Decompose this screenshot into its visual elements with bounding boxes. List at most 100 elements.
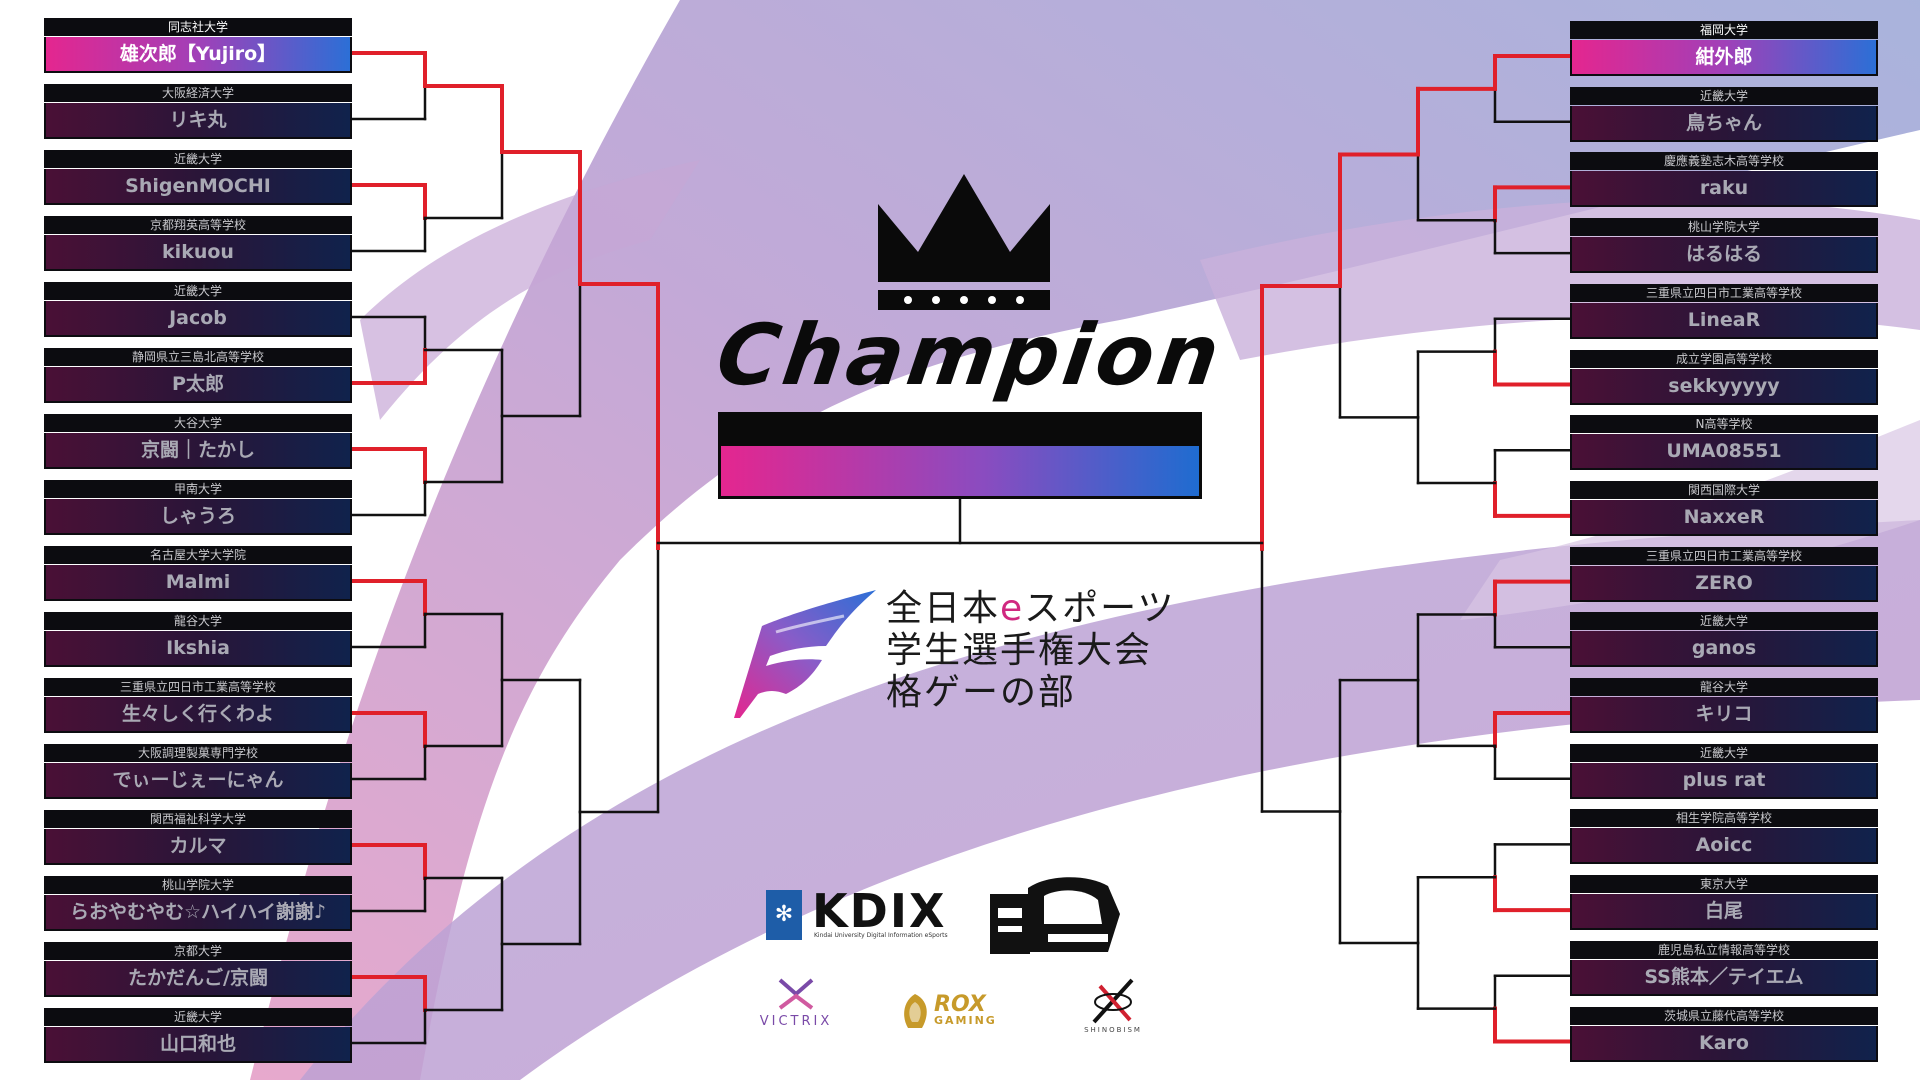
event-title: 全日本eスポーツ 学生選手権大会 格ゲーの部 [886, 588, 1175, 714]
player-slot: 福岡大学紺外郎 [1570, 21, 1878, 79]
event-title-line-1-a: 全日本 [886, 588, 1001, 629]
player-slot: 大阪調理製菓専門学校でぃーじぇーにゃん [44, 744, 352, 802]
player-school: 同志社大学 [44, 18, 352, 36]
rox-subtitle: GAMING [934, 1014, 997, 1027]
player-school: 近畿大学 [44, 282, 352, 300]
player-name: 白尾 [1570, 894, 1878, 931]
player-school: 三重県立四日市工業高等学校 [1570, 283, 1878, 302]
kdix-subtitle: Kindai University Digital Information eS… [814, 932, 948, 939]
player-name: でぃーじぇーにゃん [44, 763, 352, 799]
player-name: ShigenMOCHI [44, 169, 352, 205]
crown-icon [878, 174, 1050, 310]
player-school: 三重県立四日市工業高等学校 [1570, 546, 1878, 565]
player-name: 京闘｜たかし [44, 433, 352, 469]
player-school: 京都翔英高等学校 [44, 216, 352, 234]
event-title-line-3: 格ゲーの部 [886, 672, 1077, 713]
player-school: 静岡県立三島北高等学校 [44, 348, 352, 366]
event-title-line-1-b: スポーツ [1024, 588, 1176, 629]
player-slot: 近畿大学鳥ちゃん [1570, 86, 1878, 145]
player-slot: 近畿大学山口和也 [44, 1008, 352, 1066]
player-school: 甲南大学 [44, 480, 352, 498]
player-school: 関西国際大学 [1570, 480, 1878, 499]
player-name: 生々しく行くわよ [44, 697, 352, 733]
player-slot: 桃山学院大学らおやむやむ☆ハイハイ謝謝♪ [44, 876, 352, 934]
player-name: SS熊本／テイエム [1570, 959, 1878, 996]
sponsor-rocket-knight-logo [990, 877, 1120, 954]
player-school: 福岡大学 [1570, 21, 1878, 39]
event-title-line-1-e: e [1000, 588, 1025, 629]
victrix-x-icon [778, 978, 814, 1010]
player-name: 山口和也 [44, 1027, 352, 1063]
player-school: 慶應義塾志木高等学校 [1570, 152, 1878, 171]
player-slot: 東京大学白尾 [1570, 875, 1878, 933]
player-school: 龍谷大学 [1570, 678, 1878, 696]
player-school: 桃山学院大学 [1570, 218, 1878, 237]
player-name: Karo [1570, 1025, 1878, 1062]
player-name: キリコ [1570, 697, 1878, 733]
event-title-line-2: 学生選手権大会 [886, 630, 1153, 671]
champion-name [718, 446, 1202, 499]
player-slot: 甲南大学しゃうろ [44, 480, 352, 538]
champion-title: Champion [711, 306, 1229, 404]
player-school: 龍谷大学 [44, 612, 352, 630]
player-name: Malmi [44, 565, 352, 601]
player-school: 茨城県立藤代高等学校 [1570, 1006, 1878, 1025]
player-name: UMA08551 [1570, 434, 1878, 471]
player-name: たかだんご/京闘 [44, 961, 352, 997]
sponsor-kdix: ✻ KDIX Kindai University Digital Informa… [766, 884, 948, 944]
player-school: 成立学園高等学校 [1570, 349, 1878, 368]
player-school: 近畿大学 [1570, 86, 1878, 105]
player-slot: 三重県立四日市工業高等学校生々しく行くわよ [44, 678, 352, 736]
player-school: 鹿児島私立情報高等学校 [1570, 940, 1878, 959]
player-name: Aoicc [1570, 828, 1878, 865]
player-name: 鳥ちゃん [1570, 105, 1878, 142]
victrix-wordmark: VICTRIX [759, 1014, 833, 1029]
kdix-wordmark: KDIX [812, 884, 947, 938]
player-slot: 大阪経済大学リキ丸 [44, 84, 352, 142]
event-flag-logo [734, 590, 876, 718]
sponsor-shinobism: SHINOBISM [1074, 976, 1152, 1040]
player-slot: 関西福祉科学大学カルマ [44, 810, 352, 868]
sponsor-victrix: VICTRIX [744, 976, 848, 1036]
player-name: kikuou [44, 235, 352, 271]
player-school: 京都大学 [44, 942, 352, 960]
shinobism-emblem-icon [1092, 978, 1134, 1024]
player-name: はるはる [1570, 237, 1878, 274]
shinobism-wordmark: SHINOBISM [1084, 1026, 1142, 1034]
player-school: 東京大学 [1570, 875, 1878, 894]
player-name: カルマ [44, 829, 352, 865]
player-name: LineaR [1570, 302, 1878, 339]
player-name: ZERO [1570, 565, 1878, 602]
player-name: ganos [1570, 631, 1878, 668]
player-slot: 同志社大学雄次郎【Yujiro】 [44, 18, 352, 76]
player-school: 桃山学院大学 [44, 876, 352, 894]
kdix-mark-icon: ✻ [766, 890, 802, 940]
player-name: 紺外郎 [1570, 40, 1878, 76]
player-name: raku [1570, 171, 1878, 208]
event-title-line-1: 全日本eスポーツ [886, 588, 1175, 630]
player-name: Jacob [44, 301, 352, 337]
player-school: 関西福祉科学大学 [44, 810, 352, 828]
player-slot: 龍谷大学キリコ [1570, 678, 1878, 736]
player-school: 名古屋大学大学院 [44, 546, 352, 564]
player-school: 近畿大学 [44, 150, 352, 168]
rox-wordmark: ROX [934, 992, 986, 1017]
